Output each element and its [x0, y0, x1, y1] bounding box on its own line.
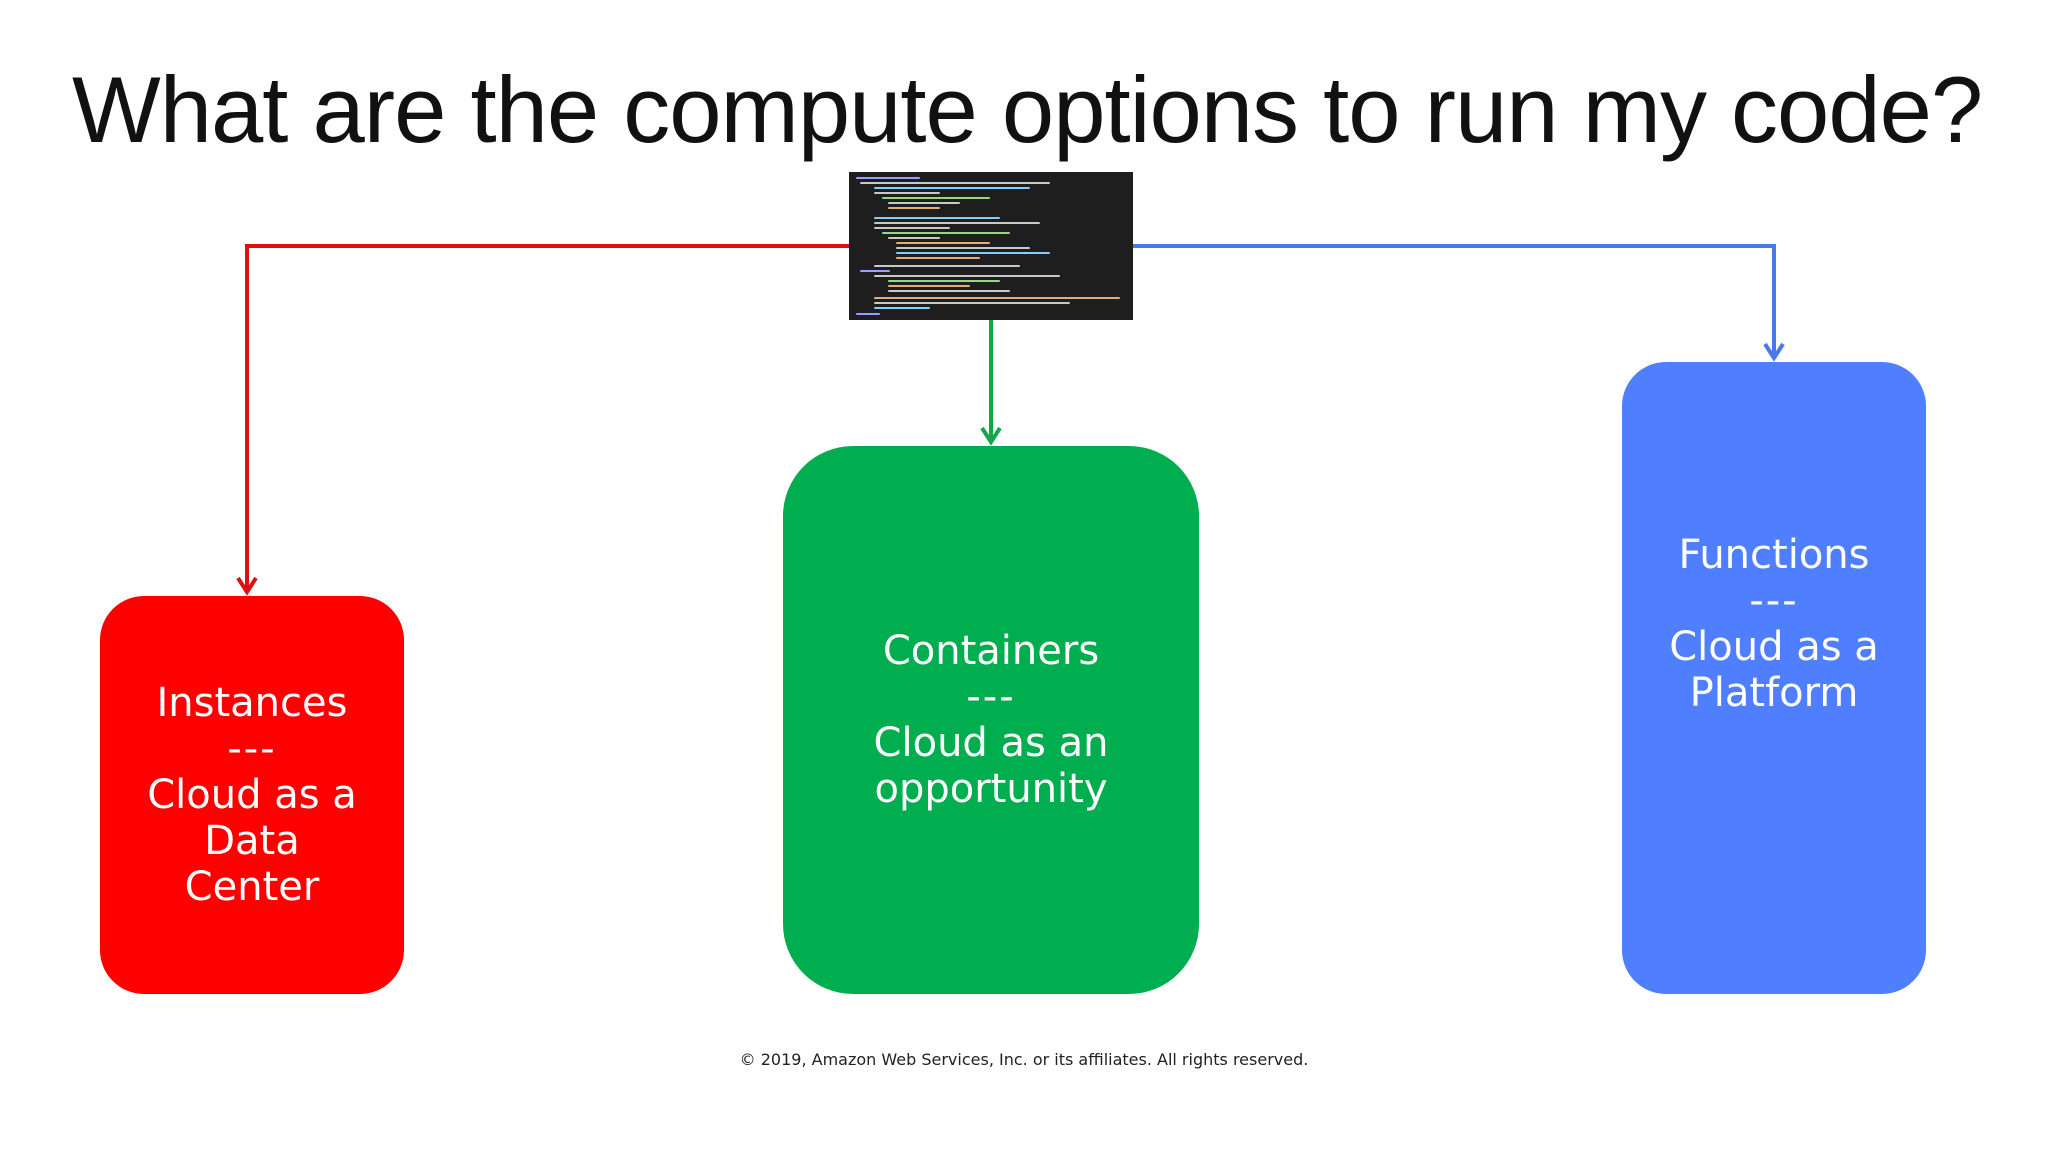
- slide-title: What are the compute options to run my c…: [72, 57, 1983, 162]
- instances-separator: ---: [227, 726, 277, 772]
- copyright-footer: © 2019, Amazon Web Services, Inc. or its…: [739, 1050, 1309, 1069]
- containers-box: Containers --- Cloud as an opportunity: [783, 446, 1199, 994]
- functions-heading: Functions: [1678, 532, 1870, 578]
- instances-line-3: Center: [184, 864, 320, 910]
- instances-heading: Instances: [156, 680, 348, 726]
- functions-separator: ---: [1749, 578, 1799, 624]
- arrowhead-functions: [1763, 342, 1785, 362]
- code-editor-icon: [849, 172, 1133, 320]
- containers-heading: Containers: [882, 628, 1100, 674]
- functions-line-2: Platform: [1689, 670, 1859, 716]
- code-snippet-image: [849, 172, 1133, 320]
- arrowhead-instances: [236, 576, 258, 596]
- containers-separator: ---: [966, 674, 1016, 720]
- functions-box: Functions --- Cloud as a Platform: [1622, 362, 1926, 994]
- functions-line-1: Cloud as a: [1669, 624, 1879, 670]
- arrowhead-containers: [980, 426, 1002, 446]
- instances-box: Instances --- Cloud as a Data Center: [100, 596, 404, 994]
- arrow-to-functions: [1133, 244, 1776, 356]
- containers-line-2: opportunity: [874, 766, 1108, 812]
- instances-line-2: Data: [204, 818, 300, 864]
- containers-line-1: Cloud as an: [873, 720, 1109, 766]
- arrow-to-instances: [245, 244, 849, 590]
- instances-line-1: Cloud as a: [147, 772, 357, 818]
